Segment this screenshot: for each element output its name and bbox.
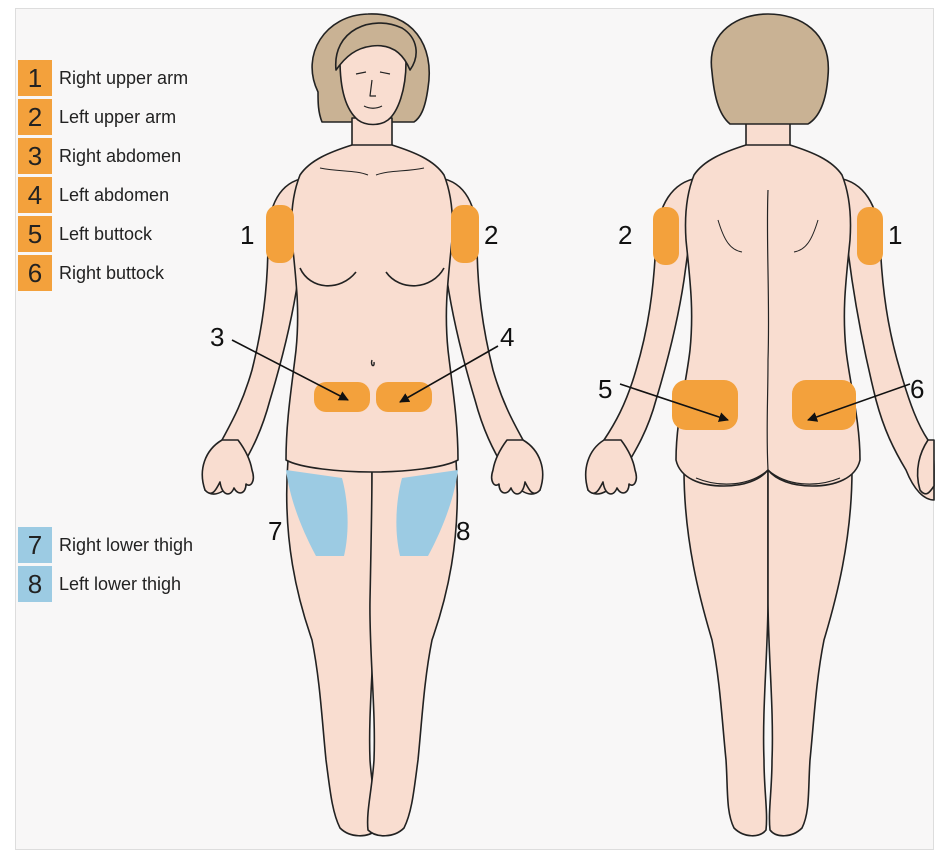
site-1-back-right-upper-arm [857,207,883,265]
site-6-right-buttock [792,380,856,430]
back-site-label-6: 6 [910,374,924,404]
back-right-leg [768,470,852,836]
site-1-front-right-upper-arm [266,205,294,263]
back-hair [711,14,828,124]
front-body-figure [202,14,542,836]
site-4-left-abdomen [376,382,432,412]
front-site-label-1: 1 [240,220,254,250]
front-torso [286,145,458,472]
front-site-label-3: 3 [210,322,224,352]
front-site-label-4: 4 [500,322,514,352]
back-body-figure [586,14,934,836]
front-site-label-2: 2 [484,220,498,250]
back-left-leg [684,470,768,836]
back-site-label-1: 1 [888,220,902,250]
back-site-label-5: 5 [598,374,612,404]
front-site-label-7: 7 [268,516,282,546]
back-site-label-2: 2 [618,220,632,250]
site-2-front-left-upper-arm [451,205,479,263]
site-2-back-left-upper-arm [653,207,679,265]
front-site-label-8: 8 [456,516,470,546]
